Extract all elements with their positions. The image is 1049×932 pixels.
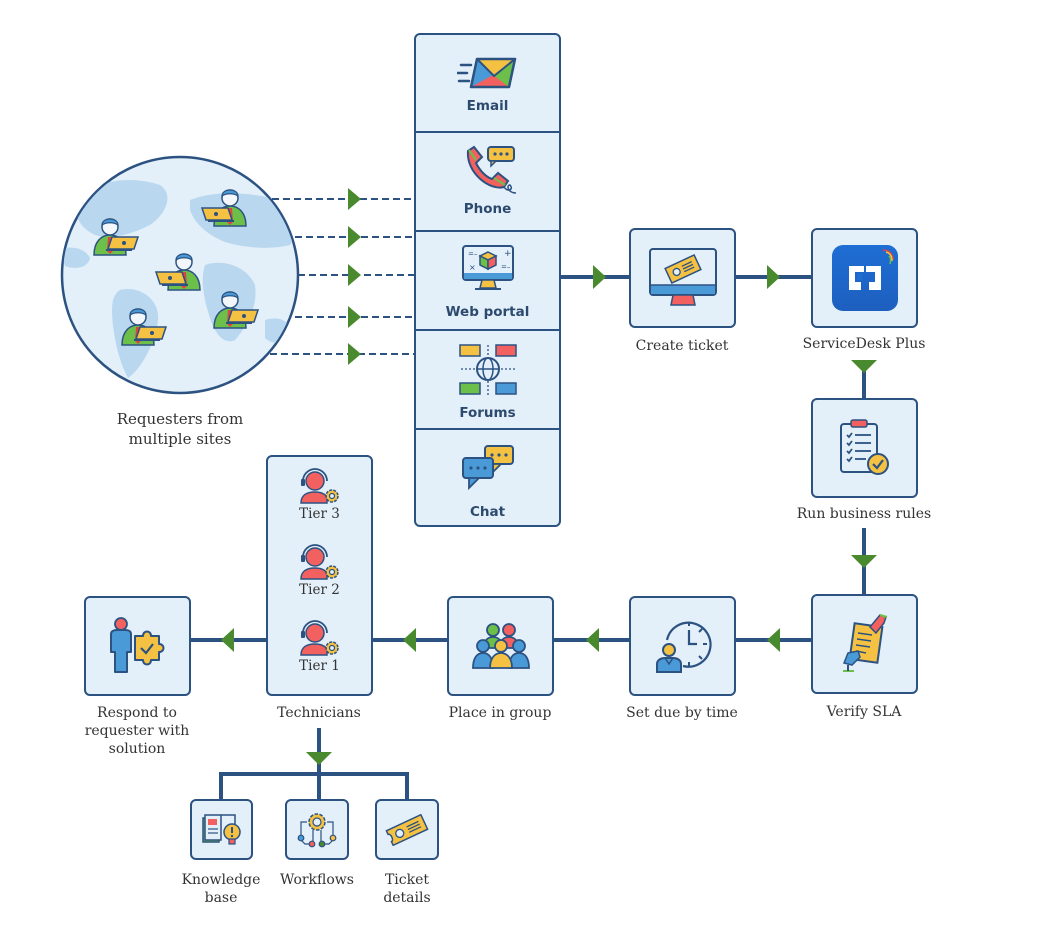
technician-headset-icon <box>299 620 339 656</box>
ticket-details-label: Ticket details <box>383 872 431 906</box>
svg-text:+: + <box>504 249 512 259</box>
channel-label: Forums <box>459 405 516 421</box>
requester-arrows <box>348 188 361 365</box>
channel-label: Email <box>466 98 509 114</box>
arrow-down-icon <box>306 752 332 765</box>
place-in-group-step[interactable] <box>447 596 554 696</box>
run-business-rules-label: Run business rules <box>796 506 932 522</box>
arrow-right-icon <box>593 265 606 289</box>
svg-text:×: × <box>469 263 476 272</box>
ticket-details-resource[interactable] <box>375 799 439 860</box>
servicedesk-plus-label: ServiceDesk Plus <box>802 336 926 352</box>
arrow-left-icon <box>767 628 780 652</box>
forums-icon <box>458 344 517 395</box>
arrow-left-icon <box>221 628 234 652</box>
line-resources-branch <box>219 772 409 799</box>
knowledge-base-icon <box>201 813 241 845</box>
respond-to-requester-label: Respond to requester with solution <box>84 705 190 757</box>
clock-user-icon <box>655 621 712 673</box>
svg-text:=–: =– <box>468 250 478 258</box>
document-handover-icon <box>842 614 887 672</box>
arrow-left-icon <box>586 628 599 652</box>
channel-divider <box>416 329 559 331</box>
workflow-icon <box>297 812 337 847</box>
arrow-right-icon <box>348 226 361 248</box>
channel-divider <box>416 131 559 133</box>
tier-2[interactable]: Tier 2 <box>268 541 371 611</box>
channel-label: Web portal <box>445 304 530 320</box>
workflows-resource[interactable] <box>285 799 349 860</box>
tier-label: Tier 2 <box>299 582 340 598</box>
create-ticket-step[interactable] <box>629 228 736 328</box>
arrow-right-icon <box>348 264 361 286</box>
technicians-label: Technicians <box>277 705 361 721</box>
arrow-right-icon <box>348 188 361 210</box>
verify-sla-label: Verify SLA <box>826 704 902 720</box>
channel-label: Chat <box>469 504 506 520</box>
arrow-right-icon <box>767 265 780 289</box>
email-icon <box>456 57 516 89</box>
tier-label: Tier 1 <box>299 658 340 674</box>
ticket-monitor-icon <box>648 248 717 306</box>
set-due-by-time-label: Set due by time <box>626 705 738 721</box>
channels-panel: Email Phone =– × + =– Web portal <box>414 33 561 527</box>
channel-label: Phone <box>463 201 512 217</box>
respond-to-requester-step[interactable] <box>84 596 191 696</box>
tier-1[interactable]: Tier 1 <box>268 617 371 687</box>
technician-headset-icon <box>299 468 339 504</box>
workflows-label: Workflows <box>280 872 354 888</box>
knowledge-base-label: Knowledge base <box>181 872 261 906</box>
knowledge-base-resource[interactable] <box>190 799 253 860</box>
clipboard-check-icon <box>839 419 889 475</box>
arrow-down-icon <box>851 360 877 373</box>
technician-headset-icon <box>299 544 339 580</box>
channel-chat[interactable]: Chat <box>416 430 559 529</box>
servicedesk-plus-step[interactable] <box>811 228 918 328</box>
group-icon <box>471 623 530 669</box>
channel-divider <box>416 428 559 430</box>
phone-icon <box>466 145 516 194</box>
set-due-by-time-step[interactable] <box>629 596 736 696</box>
channel-email[interactable]: Email <box>416 35 559 133</box>
user-puzzle-icon <box>109 617 164 673</box>
requesters-label: Requesters from multiple sites <box>116 410 244 448</box>
web-portal-icon: =– × + =– <box>461 245 514 290</box>
arrow-left-icon <box>403 628 416 652</box>
create-ticket-label: Create ticket <box>635 338 729 354</box>
flow-arrows <box>221 265 877 765</box>
chat-icon <box>461 445 514 491</box>
technicians-panel[interactable]: Tier 3 Tier 2 Tier 1 <box>266 455 373 696</box>
arrow-right-icon <box>348 343 361 365</box>
channel-phone[interactable]: Phone <box>416 133 559 232</box>
channel-forums[interactable]: Forums <box>416 331 559 430</box>
verify-sla-step[interactable] <box>811 594 918 694</box>
arrow-down-icon <box>851 555 877 568</box>
tier-label: Tier 3 <box>299 506 340 522</box>
ticket-icon <box>385 813 429 846</box>
channel-divider <box>416 230 559 232</box>
arrow-right-icon <box>348 306 361 328</box>
tier-3[interactable]: Tier 3 <box>268 465 371 535</box>
channel-web-portal[interactable]: =– × + =– Web portal <box>416 232 559 331</box>
servicedesk-logo-icon <box>831 245 898 311</box>
run-business-rules-step[interactable] <box>811 398 918 498</box>
place-in-group-label: Place in group <box>448 705 552 721</box>
svg-text:=–: =– <box>501 263 511 271</box>
